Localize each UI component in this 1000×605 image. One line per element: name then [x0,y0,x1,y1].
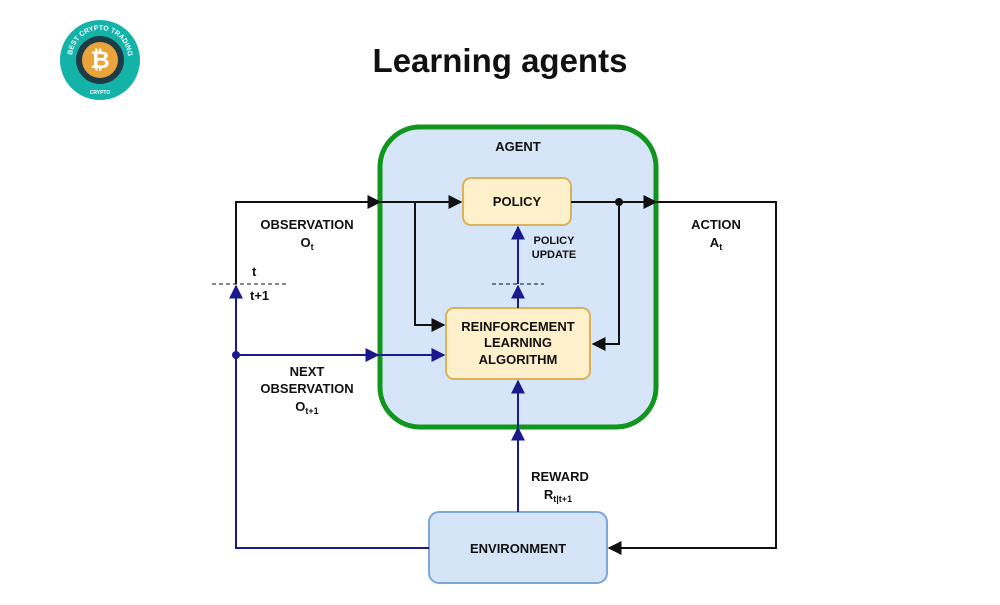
rl-label-line-2: LEARNING [484,335,552,350]
brand-logo: ₿ THE BEST CRYPTO TRADINGBOT CRYPTO [0,0,140,100]
policy-update-label-2: UPDATE [532,249,576,261]
next-observation-label-1: NEXT [290,364,325,379]
action-label: ACTION [691,217,741,232]
next-observation-label-2: OBSERVATION [260,381,353,396]
next-observation-symbol: Ot+1 [295,399,318,416]
environment-label: ENVIRONMENT [470,541,566,556]
action-to-environment-arrow [607,201,777,555]
agent-label: AGENT [495,139,541,154]
observation-label: OBSERVATION [260,217,353,232]
page-title: Learning agents [373,42,628,79]
observation-to-rl-arrow [414,202,446,332]
reward-label: REWARD [531,469,589,484]
rl-label-line-3: ALGORITHM [479,352,558,367]
logo-bottom-text: CRYPTO [90,90,111,96]
observation-arrow [235,195,382,284]
rl-label-line-1: REINFORCEMENT [461,319,574,334]
action-to-rl-arrow [591,202,620,351]
environment-feedback-arrow [229,284,429,549]
bitcoin-coin-icon [82,42,118,78]
policy-update-label-1: POLICY [534,235,576,247]
action-symbol: At [710,235,722,252]
time-t1-label: t+1 [250,288,269,303]
policy-label: POLICY [493,194,542,209]
time-t-label: t [252,264,257,279]
bitcoin-glyph: ₿ [90,47,110,74]
reward-symbol: Rt|t+1 [544,487,572,504]
observation-symbol: Ot [300,235,313,252]
